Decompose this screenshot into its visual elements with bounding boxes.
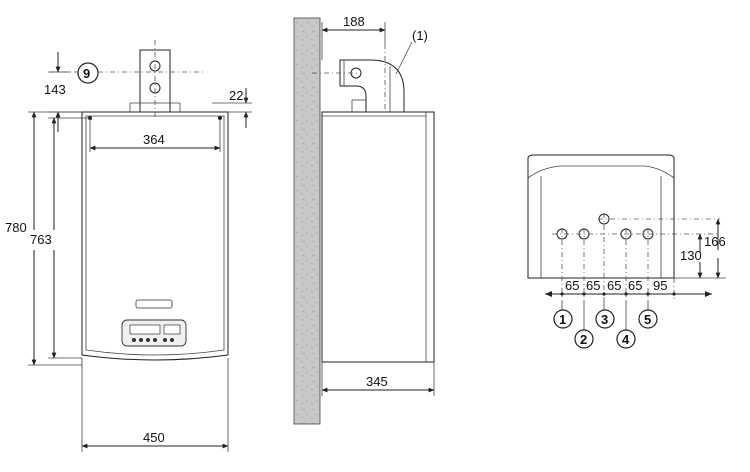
callout-9: 9 <box>83 66 90 81</box>
side-boiler-body <box>321 111 435 363</box>
dim-top-offset: 143 <box>44 82 66 97</box>
dim-total-height: 780 <box>5 220 27 235</box>
dim-flue-offset: 188 <box>343 14 365 29</box>
dim-height-high: 166 <box>704 234 726 249</box>
connection-label-5: 5 <box>638 309 658 329</box>
connection-label-2: 2 <box>574 329 594 349</box>
connection-label-3: 3 <box>595 309 615 329</box>
brand-badge <box>135 299 173 309</box>
dim-fixing-height: 763 <box>30 232 52 247</box>
dim-depth: 345 <box>366 374 388 389</box>
bottom-boiler-outline <box>527 154 675 279</box>
dim-width: 450 <box>143 430 165 445</box>
fixing-point-right <box>218 116 222 120</box>
svg-text:5: 5 <box>644 312 651 327</box>
svg-text:3: 3 <box>601 312 608 327</box>
spacing-1: 65 <box>565 278 579 293</box>
front-view: 143 9 22 364 780 763 450 <box>5 40 252 452</box>
callout-1: (1) <box>412 28 428 43</box>
wall <box>293 17 321 425</box>
spacing-2: 65 <box>586 278 600 293</box>
bottom-view: 166 130 65 65 65 65 95 1 2 3 <box>527 154 726 349</box>
spacing-3: 65 <box>607 278 621 293</box>
connection-label-4: 4 <box>616 329 636 349</box>
front-boiler-body <box>81 111 229 361</box>
dim-height-low: 130 <box>680 248 702 263</box>
spacing-4: 65 <box>628 278 642 293</box>
svg-text:1: 1 <box>559 312 566 327</box>
spacing-5: 95 <box>653 278 667 293</box>
callout-9-circle <box>77 62 99 84</box>
connection-label-1: 1 <box>553 309 573 329</box>
svg-text:4: 4 <box>622 332 630 347</box>
side-view: 188 (1) 345 <box>293 14 435 425</box>
dim-flue-height: 22 <box>229 88 243 103</box>
dim-fixing-width: 364 <box>143 132 165 147</box>
side-flue-elbow <box>339 59 405 113</box>
svg-text:2: 2 <box>580 332 587 347</box>
